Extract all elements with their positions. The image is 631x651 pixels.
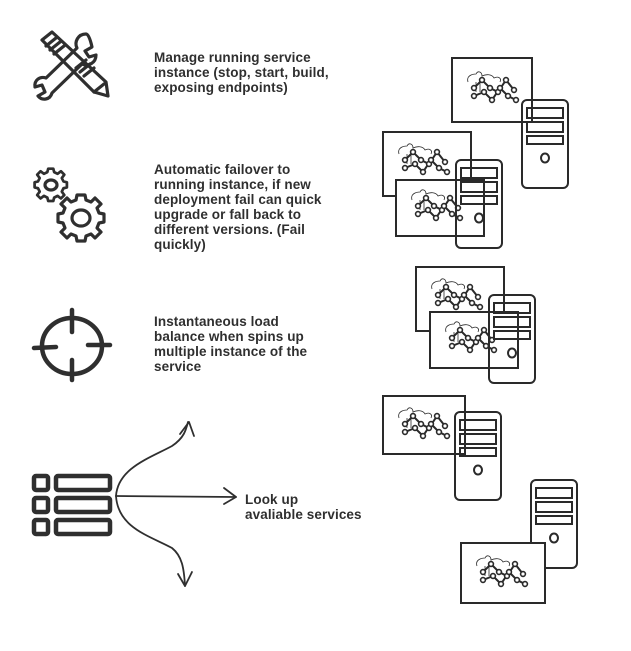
- feature-1-line-1: Manage running service: [154, 50, 311, 65]
- crosshair-icon: [31, 307, 113, 383]
- arrow-up-curve: [115, 421, 189, 497]
- discovery-arrows: [110, 418, 240, 593]
- feature-4-text: Look up avaliable services: [245, 492, 362, 522]
- feature-3-text: Instantaneous load balance when spins up…: [154, 314, 307, 374]
- server-instance-5: [460, 479, 578, 604]
- feature-2-line-6: quickly): [154, 237, 206, 252]
- feature-3-line-3: multiple instance of the: [154, 344, 308, 359]
- feature-2-text: Automatic failover to running instance, …: [154, 162, 322, 252]
- feature-4-line-2: avaliable services: [245, 507, 362, 522]
- feature-2-line-4: upgrade or fall back to: [154, 207, 302, 222]
- tools-icon: [32, 30, 112, 102]
- feature-2-line-3: deployment fail can quick: [154, 192, 322, 207]
- arrow-up-head-icon: [179, 421, 195, 437]
- feature-2-line-1: Automatic failover to: [154, 162, 291, 177]
- feature-1-line-3: exposing endpoints): [154, 80, 288, 95]
- service-registry-icon: [31, 473, 113, 537]
- gears-icon: [32, 167, 107, 245]
- server-instance-3: [415, 266, 536, 384]
- arrow-right-head-icon: [223, 487, 237, 505]
- server-instance-4: [382, 395, 502, 501]
- arrow-right-line: [115, 495, 237, 498]
- feature-3-line-4: service: [154, 359, 202, 374]
- feature-1-text: Manage running service instance (stop, s…: [154, 50, 329, 95]
- feature-2-line-2: running instance, if new: [154, 177, 311, 192]
- server-instance-1: [451, 57, 569, 189]
- server-instance-2: [382, 131, 503, 249]
- arrow-down-head-icon: [177, 571, 193, 587]
- feature-4-line-1: Look up: [245, 492, 299, 507]
- arrow-down-curve: [115, 495, 186, 587]
- feature-3-line-1: Instantaneous load: [154, 314, 279, 329]
- feature-1-line-2: instance (stop, start, build,: [154, 65, 329, 80]
- feature-2-line-5: different versions. (Fail: [154, 222, 306, 237]
- feature-3-line-2: balance when spins up: [154, 329, 304, 344]
